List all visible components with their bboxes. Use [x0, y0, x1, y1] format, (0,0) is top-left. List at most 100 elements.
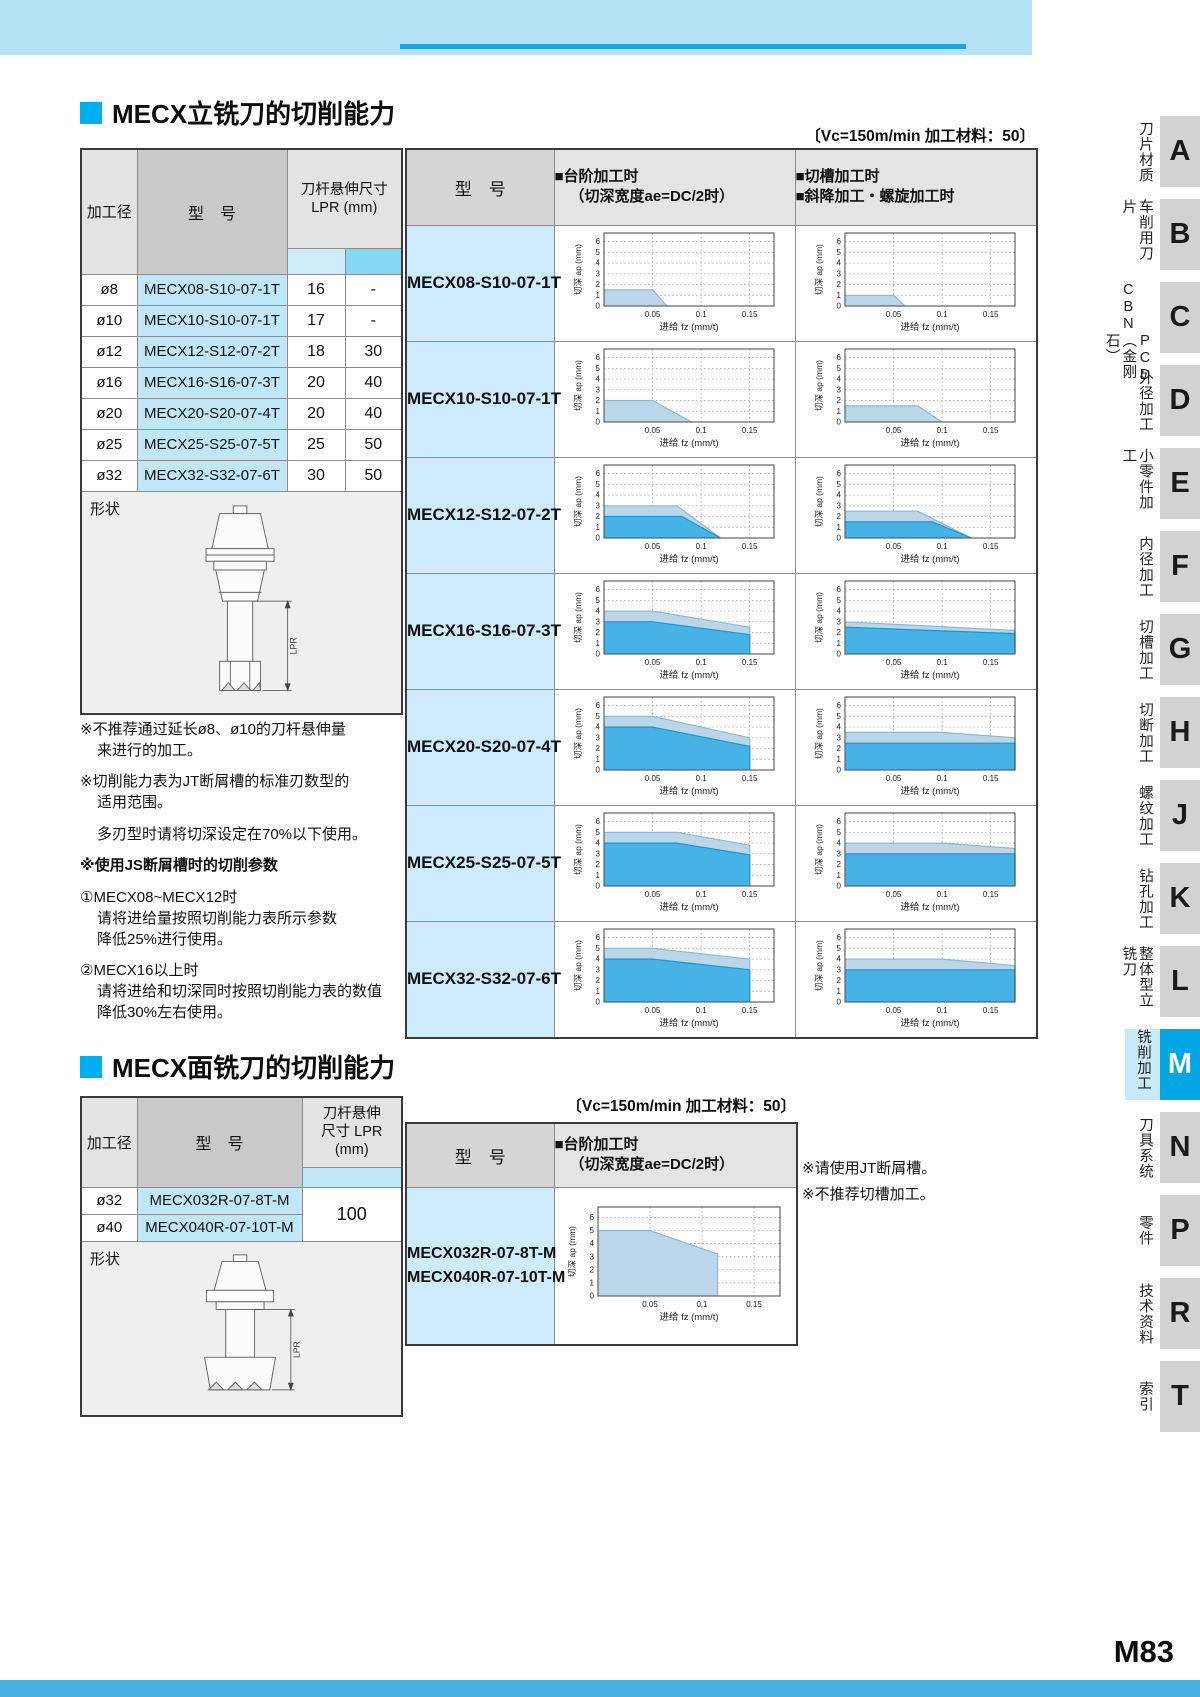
- svg-text:0.15: 0.15: [983, 890, 999, 899]
- svg-text:0.1: 0.1: [936, 542, 948, 551]
- model-cell: MECX10-S10-07-1T: [136, 304, 288, 337]
- svg-text:切深 ap (mm): 切深 ap (mm): [573, 823, 583, 874]
- col-header-diameter: 加工径: [80, 148, 138, 275]
- svg-text:6: 6: [836, 933, 841, 942]
- svg-text:3: 3: [836, 849, 841, 858]
- lpr1-cell: 20: [286, 397, 346, 430]
- svg-text:5: 5: [836, 595, 841, 604]
- svg-text:2: 2: [836, 512, 841, 521]
- svg-text:2: 2: [595, 396, 600, 405]
- model-cell: MECX08-S10-07-1T: [136, 273, 288, 306]
- chart-col-header-step: ■台阶加工时 （切深宽度ae=DC/2时）: [553, 148, 796, 226]
- svg-text:0: 0: [595, 533, 600, 542]
- svg-text:6: 6: [836, 701, 841, 710]
- svg-text:切深 ap (mm): 切深 ap (mm): [573, 707, 583, 758]
- col-header-model: 型 号: [136, 1096, 303, 1188]
- svg-text:0.1: 0.1: [936, 890, 948, 899]
- svg-text:4: 4: [836, 722, 841, 731]
- title-bullet-icon: [80, 101, 102, 124]
- diameter-cell: ø25: [80, 428, 138, 461]
- tab-letter: P: [1160, 1195, 1200, 1266]
- svg-text:1: 1: [595, 986, 600, 995]
- svg-text:0.05: 0.05: [644, 310, 660, 319]
- svg-text:3: 3: [836, 965, 841, 974]
- tab-label: 零件: [1137, 1215, 1153, 1246]
- svg-text:4: 4: [836, 258, 841, 267]
- svg-text:0.15: 0.15: [741, 1006, 757, 1015]
- svg-text:1: 1: [595, 870, 600, 879]
- diameter-cell: ø40: [80, 1213, 138, 1242]
- top-header-accent-line: [400, 44, 966, 49]
- svg-text:2: 2: [836, 860, 841, 869]
- svg-text:0.15: 0.15: [741, 426, 757, 435]
- svg-text:4: 4: [590, 1239, 595, 1248]
- svg-text:0.05: 0.05: [642, 1300, 658, 1309]
- diameter-cell: ø32: [80, 459, 138, 492]
- model-cell: MECX25-S25-07-5T: [136, 428, 288, 461]
- svg-text:切深 ap (mm): 切深 ap (mm): [814, 359, 824, 410]
- note-line: ※不推荐切槽加工。: [802, 1185, 935, 1203]
- svg-text:1: 1: [836, 406, 841, 415]
- svg-text:5: 5: [836, 479, 841, 488]
- tab-label: 外径加工: [1137, 369, 1153, 432]
- svg-text:4: 4: [595, 722, 600, 731]
- model-cell: MECX20-S20-07-4T: [405, 688, 561, 806]
- svg-text:4: 4: [595, 490, 600, 499]
- svg-text:0: 0: [595, 997, 600, 1006]
- svg-text:切深 ap (mm): 切深 ap (mm): [567, 1226, 577, 1277]
- page-number: M83: [1113, 1634, 1174, 1669]
- svg-text:4: 4: [595, 258, 600, 267]
- col-header-model: 型 号: [136, 148, 288, 275]
- svg-text:1: 1: [595, 522, 600, 531]
- tab-letter: C: [1160, 282, 1200, 353]
- tab-label: 刀具系统: [1137, 1116, 1153, 1179]
- tab-letter: F: [1160, 531, 1200, 602]
- note-line: 降低25%进行使用。: [97, 930, 233, 948]
- svg-text:0.15: 0.15: [741, 542, 757, 551]
- lpr1-cell: 17: [286, 304, 346, 337]
- diameter-cell: ø16: [80, 366, 138, 399]
- tab-label: 索引: [1137, 1381, 1153, 1412]
- tab-label: 螺纹加工: [1137, 784, 1153, 847]
- svg-text:0.05: 0.05: [886, 890, 902, 899]
- svg-text:0.15: 0.15: [983, 1006, 999, 1015]
- col-header-diameter: 加工径: [80, 1096, 138, 1188]
- note-line: ※切削能力表为JT断屑槽的标准刃数型的: [80, 773, 350, 791]
- svg-text:3: 3: [595, 617, 600, 626]
- svg-text:切深 ap (mm): 切深 ap (mm): [814, 243, 824, 294]
- svg-text:3: 3: [836, 269, 841, 278]
- lpr2-cell: -: [344, 304, 403, 337]
- svg-text:5: 5: [836, 711, 841, 720]
- svg-text:3: 3: [836, 733, 841, 742]
- svg-text:切深 ap (mm): 切深 ap (mm): [814, 939, 824, 990]
- shape-cell: 形状: [80, 1240, 403, 1416]
